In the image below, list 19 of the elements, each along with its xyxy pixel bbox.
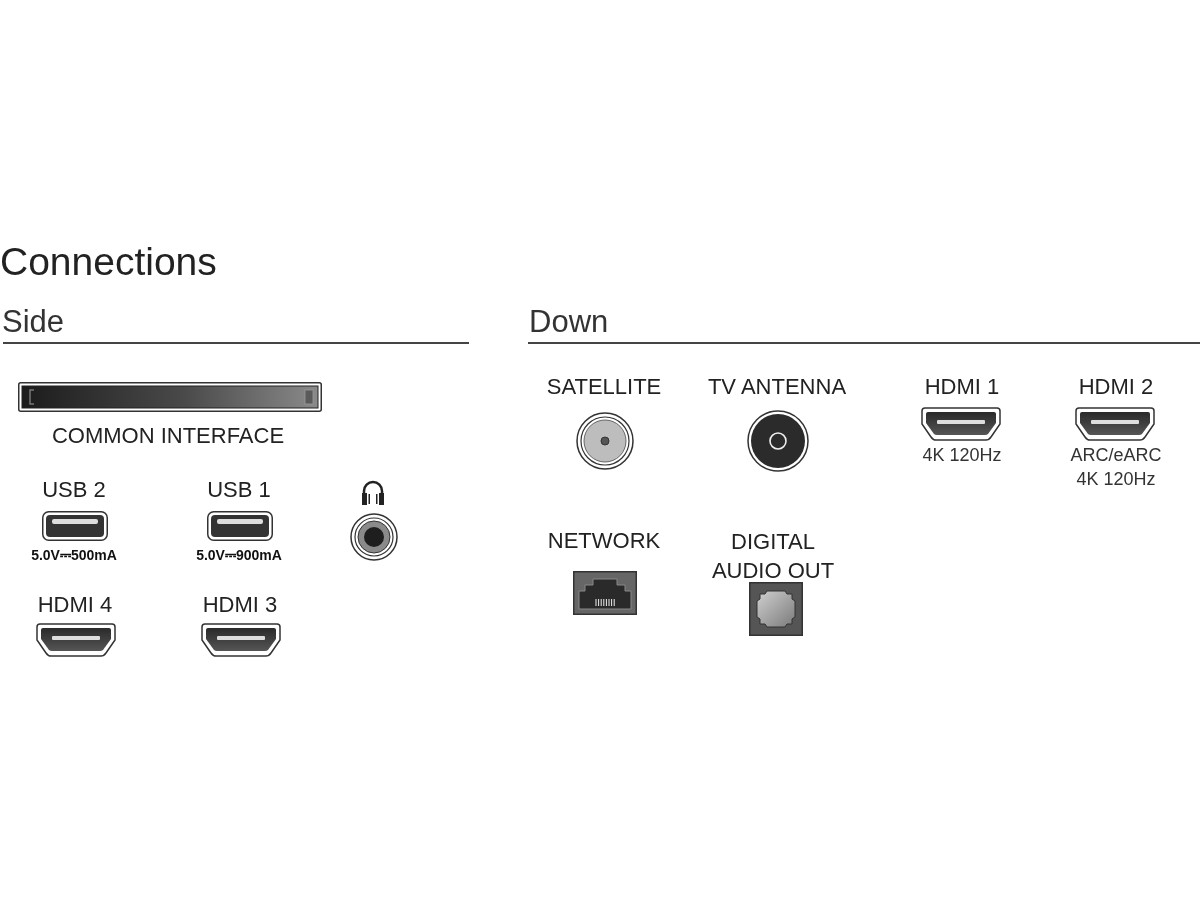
port-label: TV ANTENNA <box>707 374 847 400</box>
power-rating: 5.0V⎓900mA <box>196 546 282 564</box>
port-label: HDMI 4 <box>37 592 113 618</box>
feature-note: 4K 120Hz <box>922 444 1002 467</box>
page-title: Connections <box>0 239 217 285</box>
power-rating: 5.0V⎓500mA <box>31 546 117 564</box>
feature-note: 4K 120Hz <box>1076 468 1156 491</box>
port-label: COMMON INTERFACE <box>51 423 285 449</box>
port-label: USB 1 <box>207 477 271 503</box>
port-label: NETWORK <box>547 528 661 554</box>
section-heading: Down <box>529 303 609 341</box>
section-heading: Side <box>2 303 65 341</box>
port-label: SATELLITE <box>546 374 662 400</box>
feature-note: ARC/eARC <box>1070 444 1162 467</box>
port-label: HDMI 3 <box>202 592 278 618</box>
port-label: USB 2 <box>42 477 106 503</box>
port-label: HDMI 1 <box>924 374 1000 400</box>
port-label: DIGITAL AUDIO OUT <box>711 528 835 585</box>
port-label: HDMI 2 <box>1078 374 1154 400</box>
